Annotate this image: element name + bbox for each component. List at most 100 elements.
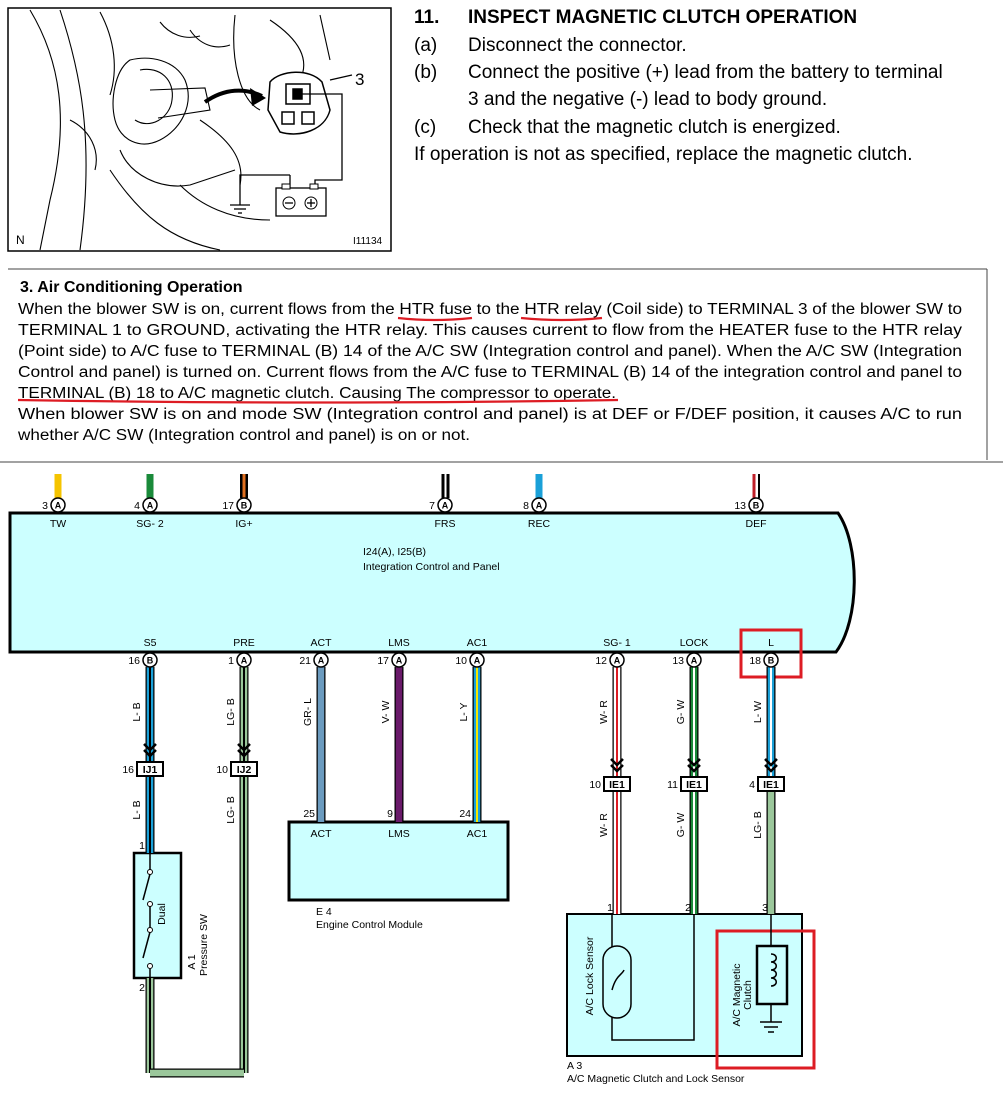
bottom-pin-circle-letter: A <box>614 655 621 665</box>
bottom-pin-circle-letter: A <box>691 655 698 665</box>
junction-connector-label: IJ2 <box>237 764 252 776</box>
wire-label-below: G- W <box>675 813 687 838</box>
step-c-marker: (c) <box>414 117 436 138</box>
junction-connector-box <box>230 761 258 777</box>
top-pin-circle-letter: A <box>536 500 543 510</box>
top-pin-label: FRS <box>435 518 456 530</box>
connector-illustration: 3 N I11134 <box>7 7 392 252</box>
top-pin-label: REC <box>528 518 551 530</box>
bottom-pin-label: SG- 1 <box>603 637 631 649</box>
ecm-name: Engine Control Module <box>316 919 423 931</box>
psw-blade <box>142 931 151 959</box>
ac-operation-line: whether A/C SW (Integration control and … <box>17 427 470 444</box>
bottom-pin-circle-letter: A <box>396 655 403 665</box>
wire-label: W- R <box>598 700 610 724</box>
bottom-pin-circle-letter: A <box>241 655 248 665</box>
top-pin-circle-letter: A <box>55 500 62 510</box>
junction-connector-label: IE1 <box>609 779 625 791</box>
bottom-pin-circle-letter: B <box>147 655 154 665</box>
bottom-pin-circle <box>313 652 329 668</box>
bottom-pin-number: 10 <box>455 655 467 667</box>
wire-label: G- W <box>675 700 687 725</box>
step-a-marker: (a) <box>414 35 437 56</box>
wire-label-below: LG- B <box>752 811 764 838</box>
top-pin-label: TW <box>50 518 66 530</box>
step-b-text-2: 3 and the negative (-) lead to body grou… <box>468 89 827 110</box>
top-pin-circle <box>437 497 453 513</box>
bottom-pin-label: S5 <box>144 637 157 649</box>
highlight-underlines <box>17 316 619 404</box>
clutch-pin-number: 1 <box>607 902 613 914</box>
top-pin-circle <box>748 497 764 513</box>
psw-blade <box>142 873 151 901</box>
top-pin-number: 4 <box>134 500 140 512</box>
ecm-pin-label: AC1 <box>467 828 488 840</box>
step-number: 11. <box>414 7 439 28</box>
pressure-switch <box>132 851 183 980</box>
clutch-unit-id: A 3 <box>567 1060 582 1072</box>
wiring-diagram: I24(A), I25(B) Integration Control and P… <box>8 474 856 1085</box>
junction-connector-label: IE1 <box>686 779 702 791</box>
coil-winding <box>770 953 777 987</box>
junction-connector-number: 11 <box>667 779 678 791</box>
top-pin-circle <box>531 497 547 513</box>
top-pin-number: 13 <box>734 500 746 512</box>
ac-operation-line: (Point side) to A/C fuse to TERMINAL (B)… <box>18 343 962 360</box>
wire-label-below: LG- B <box>225 796 237 823</box>
top-pin-number: 3 <box>42 500 48 512</box>
connector-drawing <box>267 71 331 135</box>
psw-contact <box>147 869 153 875</box>
junction-connector-chevron-icon <box>687 758 701 773</box>
step-note: If operation is not as specified, replac… <box>414 144 913 165</box>
ac-operation-heading: 3. Air Conditioning Operation <box>20 279 243 296</box>
ac-operation-line: When the blower SW is on, current flows … <box>18 301 962 318</box>
top-pin-circle <box>50 497 66 513</box>
figure-id: I11134 <box>353 236 383 247</box>
bottom-pin-circle <box>142 652 158 668</box>
ecm-pin-label: ACT <box>311 828 333 840</box>
ac-operation-section: 3. Air Conditioning Operation When the b… <box>8 268 988 460</box>
junction-connector-box <box>757 776 785 792</box>
clutch-label: Clutch <box>742 980 754 1010</box>
terminal-number: 3 <box>355 70 364 89</box>
bottom-pin-circle-letter: A <box>318 655 325 665</box>
step-c-text: Check that the magnetic clutch is energi… <box>468 117 841 138</box>
top-pin-number: 17 <box>222 500 234 512</box>
bottom-pin-number: 1 <box>228 655 234 667</box>
bottom-pin-circle <box>391 652 407 668</box>
wire-label-below: W- R <box>598 813 610 837</box>
ecm-pin-label: LMS <box>388 828 410 840</box>
panel-name: Integration Control and Panel <box>363 561 500 573</box>
wire-label: L- Y <box>458 702 470 721</box>
bottom-pin-number: 18 <box>749 655 761 667</box>
top-pin-circle-letter: A <box>147 500 154 510</box>
psw-pin-top: 1 <box>139 840 145 852</box>
junction-connector-label: IE1 <box>763 779 779 791</box>
ground-icon <box>230 204 250 214</box>
junction-connector-chevron-icon <box>143 743 157 758</box>
psw-name: Pressure SW <box>198 914 210 976</box>
junction-connector-number: 10 <box>589 779 601 791</box>
psw-contact <box>147 963 153 969</box>
bottom-pin-circle <box>236 652 252 668</box>
ac-operation-line: When blower SW is on and mode SW (Integr… <box>18 406 962 423</box>
junction-connector-box <box>680 776 708 792</box>
wire-label-below: L- B <box>131 800 143 819</box>
psw-switch-label: Dual <box>156 903 168 925</box>
junction-connector-chevron-icon <box>764 758 778 773</box>
bottom-pin-label: AC1 <box>467 637 488 649</box>
bottom-pin-circle-letter: B <box>768 655 775 665</box>
top-pin-circle-letter: B <box>241 500 248 510</box>
junction-connector-box <box>136 761 164 777</box>
top-pin-label: IG+ <box>235 518 252 530</box>
bottom-pin-circle <box>763 652 779 668</box>
bottom-pin-label: PRE <box>233 637 255 649</box>
psw-pin-bottom: 2 <box>139 982 145 994</box>
wire-label: GR- L <box>302 698 314 726</box>
battery-icon <box>275 183 327 217</box>
wire-label: L- B <box>131 702 143 721</box>
bottom-pin-label: LOCK <box>680 637 709 649</box>
wire-label: L- W <box>752 701 764 723</box>
highlight-box-magnetic-clutch <box>715 929 816 1070</box>
top-pin-number: 8 <box>523 500 529 512</box>
